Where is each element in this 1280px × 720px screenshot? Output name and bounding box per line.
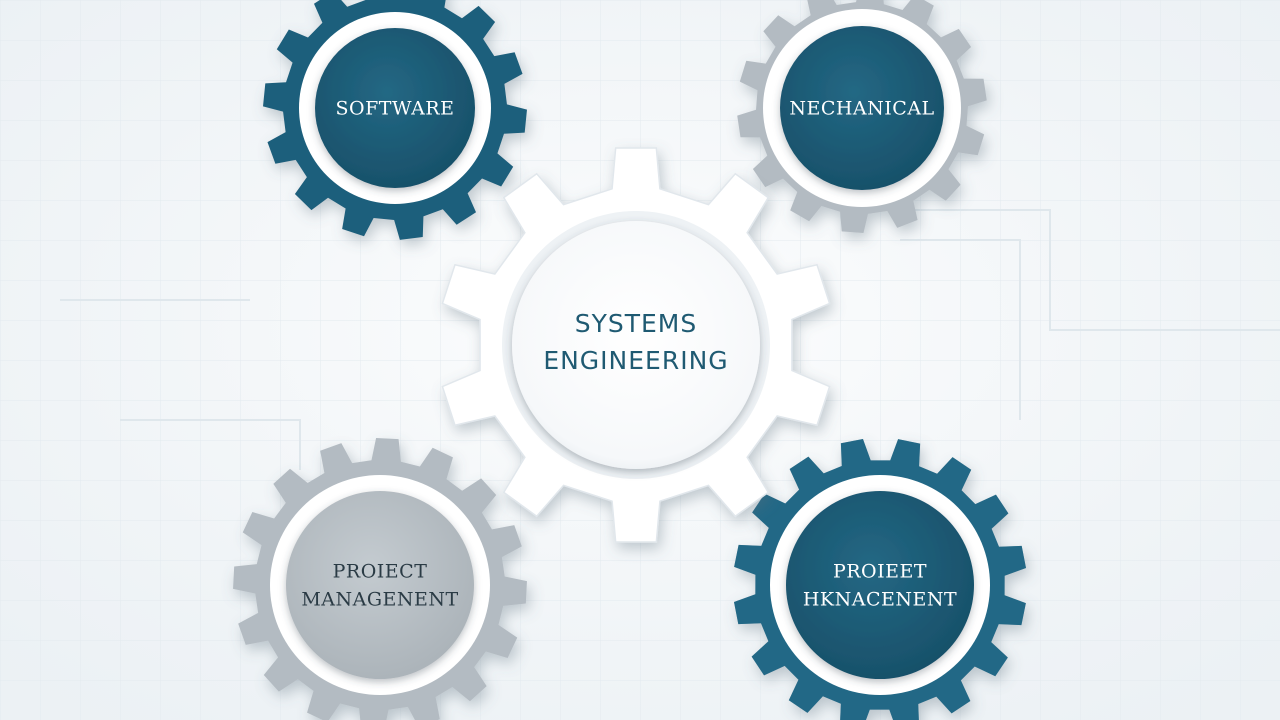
gear-project-management-right: PROIEET HKNACENENT [733,438,1027,720]
gear-systems-engineering [441,147,831,543]
gear-hub-project-management-right [786,491,974,679]
gear-mechanical: NECHANICAL [737,0,987,233]
center-label-line2: ENGINEERING [543,346,728,375]
gear-hub-systems-engineering [512,221,760,469]
gear-hub-mechanical [780,26,944,190]
gear-label-mechanical-0: NECHANICAL [789,98,934,120]
gear-project-management-left: PROIECT MANAGENENT [233,438,527,720]
gear-label-project-management-left-0: PROIECT [333,561,428,583]
gear-label-project-management-left-1: MANAGENENT [301,589,458,611]
gear-label-project-management-right-0: PROIEET [833,561,927,583]
gear-label-software-0: SOFTWARE [336,98,455,120]
circuit-lines [60,209,1280,470]
gear-label-project-management-right-1: HKNACENENT [803,589,957,611]
gear-software: SOFTWARE [263,0,527,240]
gear-hub-software [315,28,475,188]
center-label-line1: SYSTEMS [575,309,698,338]
gear-hub-project-management-left [286,491,474,679]
